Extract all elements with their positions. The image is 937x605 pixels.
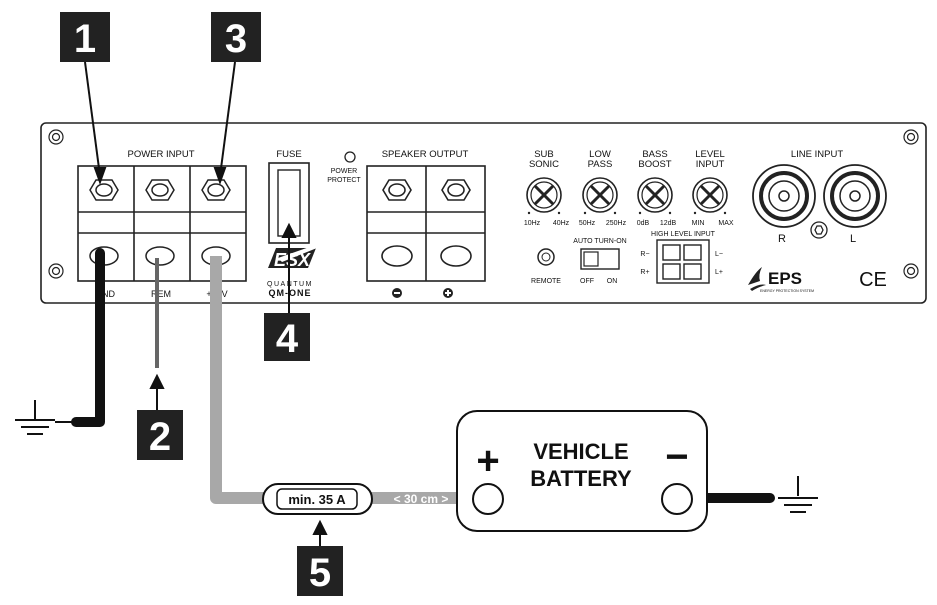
line-input-l: L (850, 233, 856, 245)
ground-screw-icon (810, 221, 828, 239)
knob-title-sub-1: SUB (534, 149, 554, 160)
battery-negative-terminal (661, 483, 693, 515)
knob-title-level-1: LEVEL (695, 149, 725, 160)
svg-text:4: 4 (276, 317, 299, 361)
svg-text:5: 5 (309, 551, 331, 595)
eps-sublabel: ENERGY PROTECTION SYSTEM (760, 289, 814, 293)
screw-icon (48, 129, 919, 279)
knob-title-level-2: INPUT (696, 159, 725, 170)
fuse-label: FUSE (276, 149, 301, 160)
svg-text:3: 3 (225, 17, 247, 61)
terminal-label-gnd: GND (95, 289, 116, 299)
callout-2: 2 (137, 410, 183, 460)
distance-label: < 30 cm > (394, 492, 449, 506)
hl-pin-l-plus: L+ (715, 269, 723, 276)
knob-2-icon (637, 177, 673, 215)
callout-4: 4 (264, 313, 310, 361)
high-level-input-label: HIGH LEVEL INPUT (651, 231, 716, 238)
knob-min-level: MIN (692, 220, 705, 227)
speaker-minus-icon (392, 288, 402, 298)
knob-title-low-2: PASS (588, 159, 613, 170)
power-protect-label-1: POWER (331, 168, 357, 175)
power-input-label: POWER INPUT (127, 149, 194, 160)
knob-max-low: 250Hz (606, 220, 627, 227)
inline-fuse-inner (276, 488, 358, 510)
terminal-screw-icon (89, 179, 231, 266)
svg-text:2: 2 (149, 415, 171, 459)
knob-title-bass-1: BASS (642, 149, 667, 160)
terminal-label-rem: REM (151, 289, 171, 299)
knob-title-sub-2: SONIC (529, 159, 559, 170)
svg-text:ESX: ESX (274, 250, 311, 270)
ce-mark: CE (859, 269, 887, 291)
knob-1-icon (582, 177, 618, 215)
high-level-connector (656, 239, 710, 284)
callout-arrow (84, 61, 328, 546)
speaker-plus-icon (443, 288, 453, 298)
knob-max-level: MAX (718, 220, 734, 227)
switch-on-label: ON (607, 278, 618, 285)
callout-1: 1 (60, 12, 110, 62)
positive-wire (210, 256, 475, 504)
knob-3-icon (692, 177, 728, 215)
ground-wire (71, 248, 105, 427)
inline-fuse-label: min. 35 A (288, 492, 346, 507)
rca-jack-left (823, 164, 887, 228)
battery-minus: − (665, 435, 688, 479)
knob-max-bass: 12dB (660, 220, 677, 227)
battery-positive-terminal (472, 483, 504, 515)
control-knobs (526, 177, 728, 215)
knob-min-sub: 10Hz (524, 220, 541, 227)
svg-text:1: 1 (74, 17, 96, 61)
knob-max-sub: 40Hz (553, 220, 570, 227)
knob-min-low: 50Hz (579, 220, 596, 227)
remote-label: REMOTE (531, 278, 561, 285)
ground-symbol-battery-icon (778, 476, 818, 513)
eps-label: EPS (768, 269, 802, 288)
power-protect-led (344, 151, 356, 163)
speaker-output-label: SPEAKER OUTPUT (382, 149, 469, 160)
knob-min-bass: 0dB (637, 220, 650, 227)
battery-label-2: BATTERY (530, 466, 632, 491)
ground-symbol-icon (15, 400, 72, 435)
switch-off-label: OFF (580, 278, 594, 285)
knob-title-low-1: LOW (589, 149, 611, 160)
speaker-terminal-block (366, 165, 486, 282)
callout-5: 5 (297, 546, 343, 596)
eps-logo-icon (748, 267, 766, 291)
vehicle-battery (456, 410, 708, 532)
line-input-label: LINE INPUT (791, 149, 843, 160)
knob-title-bass-2: BOOST (638, 159, 671, 170)
callout-3: 3 (211, 12, 261, 62)
rca-jack-right (752, 164, 816, 228)
hl-pin-l-minus: L− (715, 251, 723, 258)
power-protect-label-2: PROTECT (327, 177, 361, 184)
battery-plus: + (476, 439, 499, 483)
hl-pin-r-plus: R+ (640, 269, 649, 276)
hl-pin-r-minus: R− (640, 251, 649, 258)
auto-turn-on-label: AUTO TURN-ON (573, 238, 626, 245)
line-input-r: R (778, 233, 786, 245)
battery-label-1: VEHICLE (533, 439, 628, 464)
knob-0-icon (526, 177, 562, 215)
